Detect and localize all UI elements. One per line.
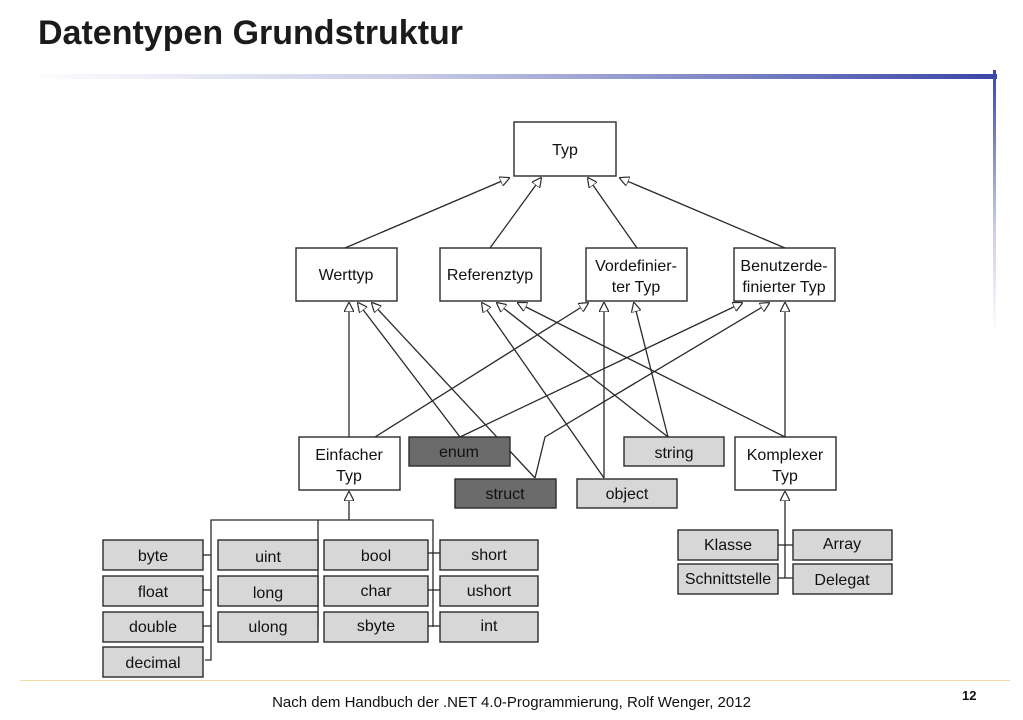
- edge-komplexer-referenztyp: [518, 303, 786, 438]
- simple-type-box: [102, 539, 204, 571]
- node-vordefinierter-typ: [585, 247, 688, 302]
- simple-type-label: uint: [255, 549, 281, 566]
- simple-type-box: [323, 611, 429, 643]
- simple-type-box: [323, 539, 429, 571]
- page-title: Datentypen Grundstruktur: [38, 14, 464, 52]
- simple-type-box: [217, 539, 319, 571]
- node-typ: [513, 121, 617, 177]
- simple-type-label: int: [481, 618, 498, 635]
- edge-enum-werttyp: [358, 303, 461, 438]
- simple-type-box: [217, 611, 319, 643]
- node-einfacher-typ-label-2: Typ: [336, 468, 362, 485]
- edge-einfacher-vordefiniert: [374, 303, 588, 438]
- node-object-label: object: [606, 486, 649, 503]
- node-object: [576, 478, 678, 509]
- footer-divider: [20, 680, 1010, 681]
- complex-type-box: [792, 529, 893, 561]
- simple-type-label: char: [360, 583, 392, 600]
- complex-type-label: Schnittstelle: [685, 571, 771, 588]
- node-komplexer-typ-label-2: Typ: [772, 468, 798, 485]
- node-werttyp-label: Werttyp: [319, 267, 374, 284]
- edge-struct-benutzer: [534, 303, 769, 479]
- node-vordefinierter-typ-label-2: ter Typ: [612, 279, 661, 296]
- page-number: 12: [962, 688, 977, 703]
- node-struct-label: struct: [485, 486, 525, 503]
- simple-type-box: [217, 575, 319, 607]
- node-string: [623, 436, 725, 467]
- simple-type-box: [102, 646, 204, 678]
- node-referenztyp-label: Referenztyp: [447, 267, 533, 284]
- node-benutzerdefinierter-typ: [733, 247, 836, 302]
- complex-type-box: [677, 563, 779, 595]
- simple-type-label: ulong: [248, 619, 287, 636]
- simple-type-label: bool: [361, 548, 391, 565]
- edge-werttyp-typ: [344, 178, 509, 249]
- edge-benutzer-typ: [620, 178, 786, 249]
- source-caption: Nach dem Handbuch der .NET 4.0-Programmi…: [272, 694, 751, 711]
- complex-type-box: [677, 529, 779, 561]
- node-komplexer-typ: [734, 436, 837, 491]
- node-referenztyp: [439, 247, 542, 302]
- node-benutzerdefinierter-typ-label-1: Benutzerde-: [740, 258, 827, 275]
- complex-type-label: Array: [823, 536, 861, 553]
- node-enum: [408, 436, 511, 467]
- simple-type-box: [439, 575, 539, 607]
- right-accent-bar: [993, 70, 996, 332]
- simple-type-box: [439, 539, 539, 571]
- node-einfacher-typ-label-1: Einfacher: [315, 447, 383, 464]
- node-benutzerdefinierter-typ-label-2: finierter Typ: [742, 279, 825, 296]
- simple-type-box: [323, 575, 429, 607]
- simple-type-box: [102, 575, 204, 607]
- simple-type-label: sbyte: [357, 618, 395, 635]
- node-werttyp: [295, 247, 398, 302]
- edge-object-referenztyp: [482, 303, 605, 479]
- complex-type-label: Klasse: [704, 537, 752, 554]
- node-enum-label: enum: [439, 444, 479, 461]
- edge-referenztyp-typ: [489, 178, 541, 249]
- simple-type-label: short: [471, 547, 507, 564]
- title-underline: [22, 74, 997, 79]
- complex-type-label: Delegat: [814, 572, 870, 589]
- simple-types-bracket: [205, 519, 434, 661]
- simple-type-box: [102, 611, 204, 643]
- node-vordefinierter-typ-label-1: Vordefinier-: [595, 258, 677, 275]
- node-struct: [454, 478, 557, 509]
- edge-enum-benutzer: [459, 303, 742, 438]
- edge-string-referenztyp: [497, 303, 669, 438]
- node-typ-label: Typ: [552, 142, 578, 159]
- node-einfacher-typ: [298, 436, 401, 491]
- simple-type-label: decimal: [125, 655, 180, 672]
- simple-type-label: double: [129, 619, 177, 636]
- simple-type-label: byte: [138, 548, 168, 565]
- simple-type-label: long: [253, 585, 283, 602]
- simple-type-box: [439, 611, 539, 643]
- node-komplexer-typ-label-1: Komplexer: [747, 447, 824, 464]
- edge-vordefiniert-typ: [588, 178, 638, 249]
- node-string-label: string: [654, 445, 693, 462]
- complex-type-box: [792, 563, 893, 595]
- simple-type-label: ushort: [467, 583, 512, 600]
- simple-type-label: float: [138, 584, 169, 601]
